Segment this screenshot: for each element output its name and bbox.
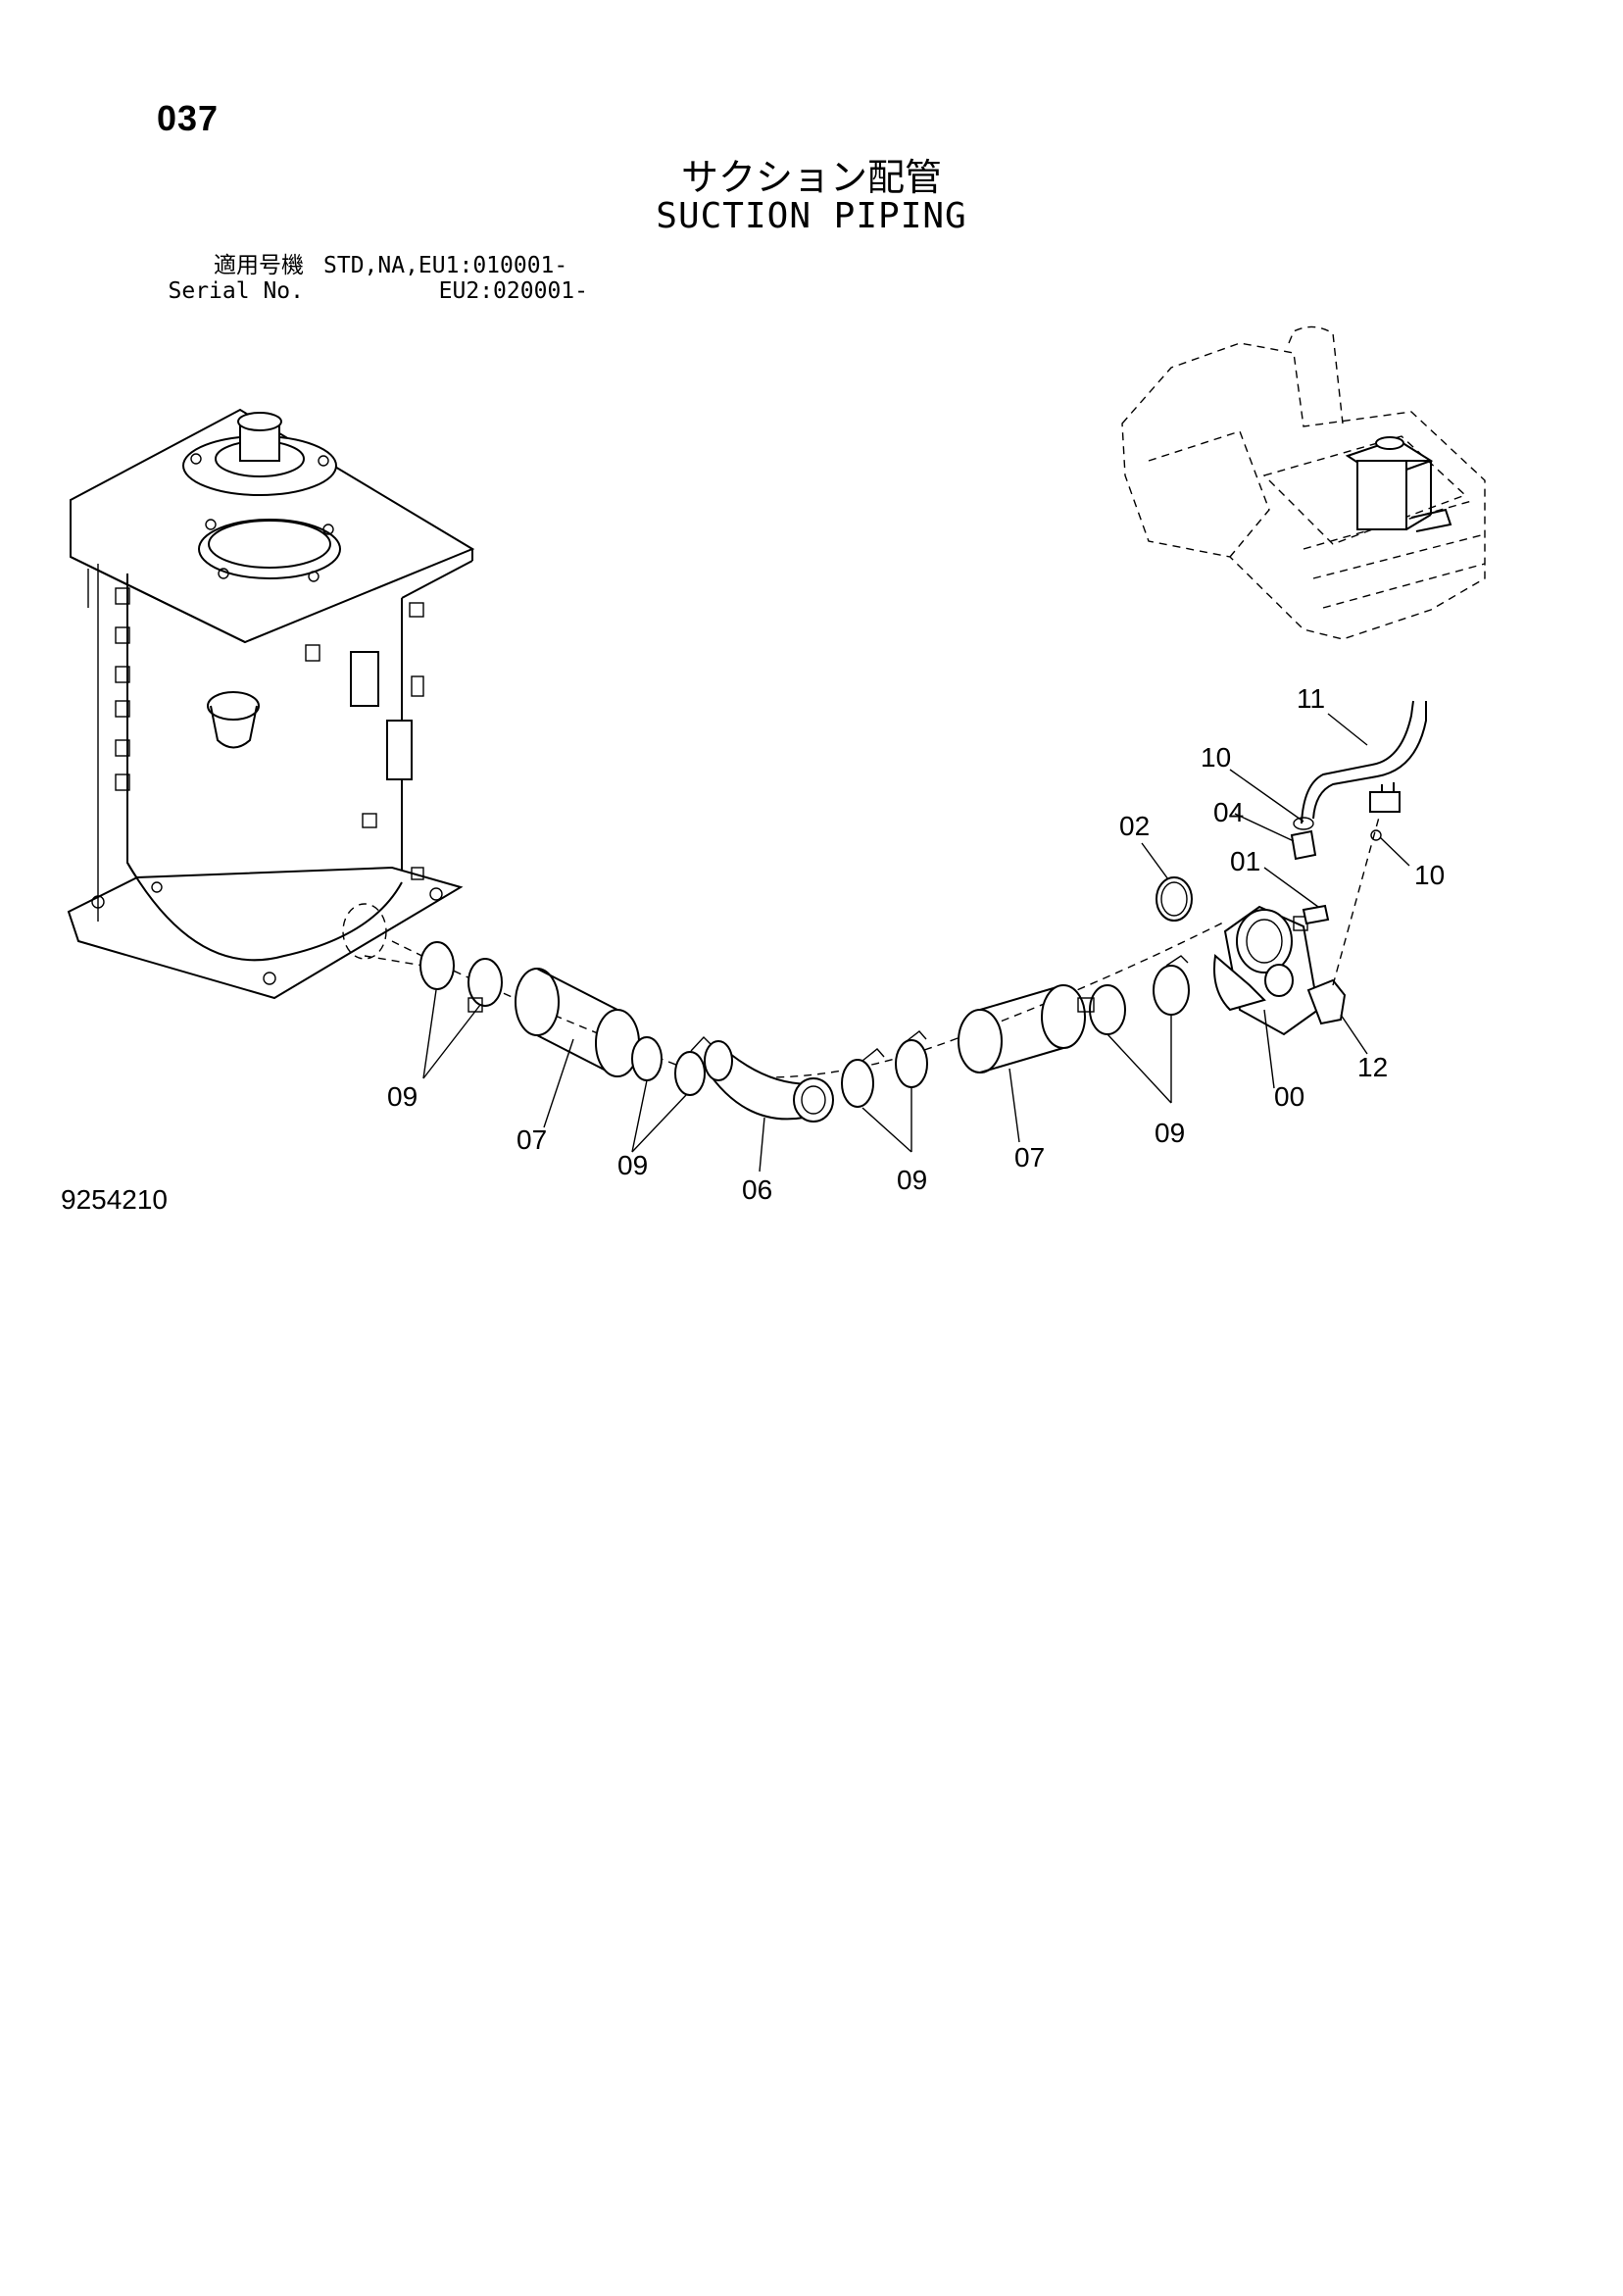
drain-hose xyxy=(1301,700,1427,824)
callout-09-center-left: 09 xyxy=(617,1150,648,1180)
callout-labels: 11 10 04 10 02 01 12 00 09 07 09 06 09 0… xyxy=(387,683,1445,1205)
page-title-english: SUCTION PIPING xyxy=(656,196,967,236)
hose-clamp-2 xyxy=(467,958,503,1007)
elbow-fitting xyxy=(1306,978,1347,1025)
serial-row-1: 適用号機 STD,NA,EU1:010001- xyxy=(157,253,588,278)
serial-label-english: Serial No. xyxy=(168,278,304,304)
excavator-location-inset xyxy=(1121,325,1486,640)
o-ring xyxy=(1156,876,1193,922)
drawing-number: 9254210 xyxy=(61,1184,169,1215)
serial-value-2: EU2:020001- xyxy=(438,278,588,304)
callout-09-center-right: 09 xyxy=(897,1165,927,1195)
hose-clamp-1 xyxy=(419,941,455,990)
callout-09-right: 09 xyxy=(1155,1118,1185,1148)
serial-label-japanese: 適用号機 xyxy=(214,253,304,278)
suction-elbow xyxy=(704,1040,834,1123)
callout-10-lower: 10 xyxy=(1414,860,1445,890)
adapter-fitting xyxy=(1290,829,1317,861)
serial-applicability: 適用号機 STD,NA,EU1:010001- Serial No. EU2:0… xyxy=(157,253,588,304)
page-number: 037 xyxy=(157,98,220,138)
suction-hose-left xyxy=(515,968,640,1077)
suction-hose-right xyxy=(958,984,1086,1073)
callout-07-right: 07 xyxy=(1014,1142,1045,1173)
callout-06: 06 xyxy=(742,1174,772,1205)
callout-11: 11 xyxy=(1297,683,1325,714)
callout-07-left: 07 xyxy=(516,1124,547,1155)
callout-04: 04 xyxy=(1213,797,1244,827)
callout-00: 00 xyxy=(1274,1081,1304,1112)
callout-leaders xyxy=(422,713,1410,1173)
serial-value-1: STD,NA,EU1:010001- xyxy=(323,253,568,278)
serial-row-2: Serial No. EU2:020001- xyxy=(157,278,588,304)
callout-10-upper: 10 xyxy=(1201,742,1231,773)
callout-12: 12 xyxy=(1357,1052,1388,1082)
tank-fittings xyxy=(87,564,130,922)
suction-piping-parts xyxy=(391,700,1427,1123)
flange-bolt xyxy=(1302,904,1330,925)
callout-02: 02 xyxy=(1119,811,1150,841)
callout-09-left: 09 xyxy=(387,1081,418,1112)
page-title-japanese: サクション配管 xyxy=(680,156,942,199)
hydraulic-tank-illustration xyxy=(67,408,475,1000)
callout-01: 01 xyxy=(1230,846,1260,876)
suction-flange-assembly xyxy=(1213,905,1320,1036)
